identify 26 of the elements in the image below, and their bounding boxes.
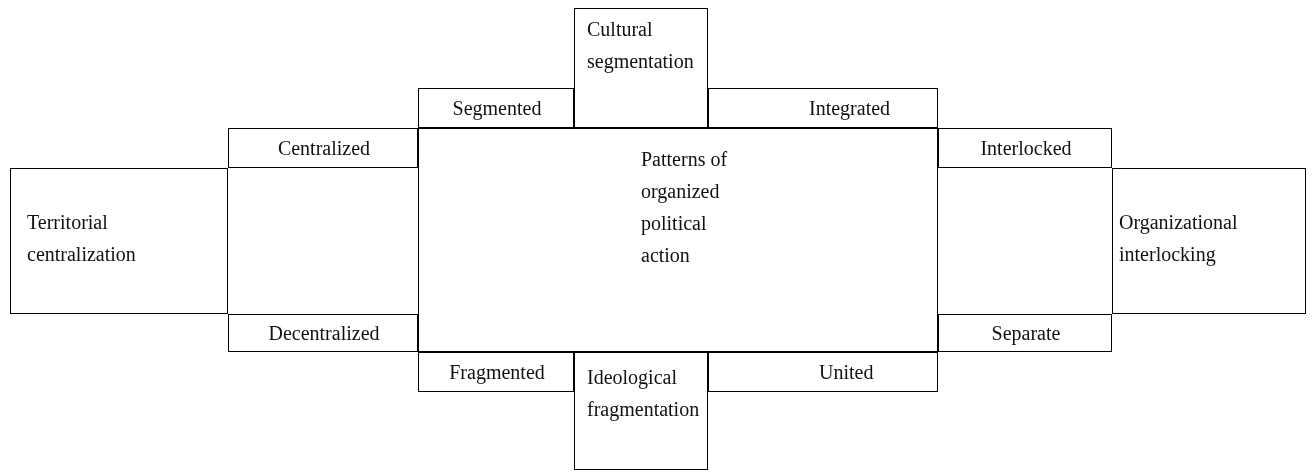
box-label: Territorial centralization [27,210,137,267]
box-label: Organizational interlocking [1119,210,1239,268]
box-label: Centralized [276,136,372,161]
box-label: Interlocked [979,136,1073,161]
box-label: Decentralized [267,321,381,346]
box-label: Ideological fragmentation [587,365,701,423]
category-box [228,128,418,168]
box-label: Integrated [809,96,892,122]
category-box [574,8,708,128]
category-box [708,352,938,392]
box-label: Segmented [451,96,543,122]
category-box [10,168,228,314]
category-box [938,128,1112,168]
box-label: Separate [990,321,1062,347]
central-box [418,128,938,352]
box-label: Fragmented [448,360,546,386]
category-box [1112,168,1306,314]
box-label: United [819,360,875,385]
category-box [228,314,418,352]
box-label: Patterns of organized political action [641,147,729,268]
category-box [418,352,574,392]
category-box [938,314,1112,352]
category-box [708,88,938,128]
category-box [418,88,574,128]
box-label: Cultural segmentation [587,17,695,75]
category-box [574,352,708,470]
